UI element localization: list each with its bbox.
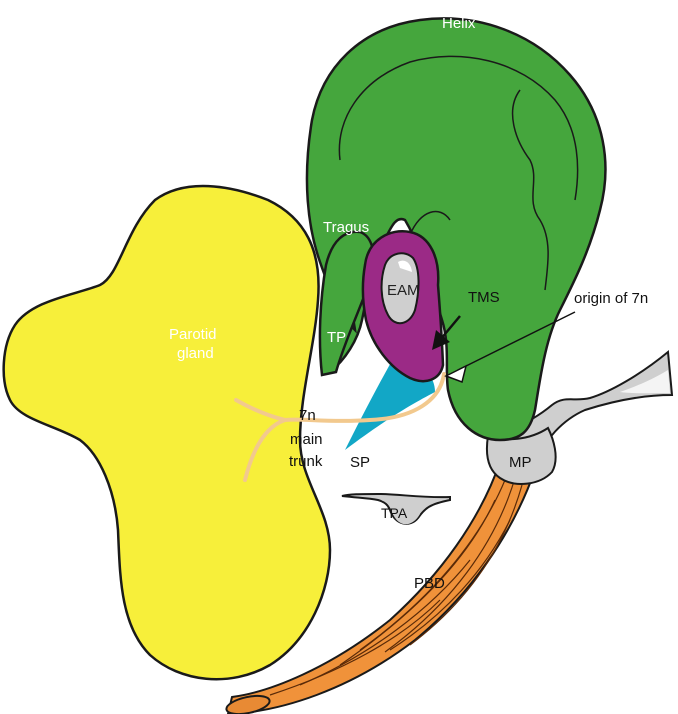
label-parotid-line2: gland bbox=[177, 345, 214, 362]
label-sp: SP bbox=[350, 454, 370, 471]
label-pbd: PBD bbox=[414, 575, 445, 592]
label-nerve-line2: main bbox=[290, 431, 323, 448]
label-tpa: TPA bbox=[381, 505, 408, 521]
label-nerve-line1: 7n bbox=[299, 407, 316, 424]
label-nerve-line3: trunk bbox=[289, 453, 323, 470]
label-parotid-line1: Parotid bbox=[169, 326, 217, 343]
label-helix: Helix bbox=[442, 15, 476, 32]
label-tragus: Tragus bbox=[323, 219, 369, 236]
label-tms: TMS bbox=[468, 289, 500, 306]
label-tp: TP bbox=[327, 329, 346, 346]
label-origin-7n: origin of 7n bbox=[574, 290, 648, 307]
label-mp: MP bbox=[509, 454, 532, 471]
label-eam: EAM bbox=[387, 282, 420, 299]
parotid-gland bbox=[4, 186, 330, 679]
